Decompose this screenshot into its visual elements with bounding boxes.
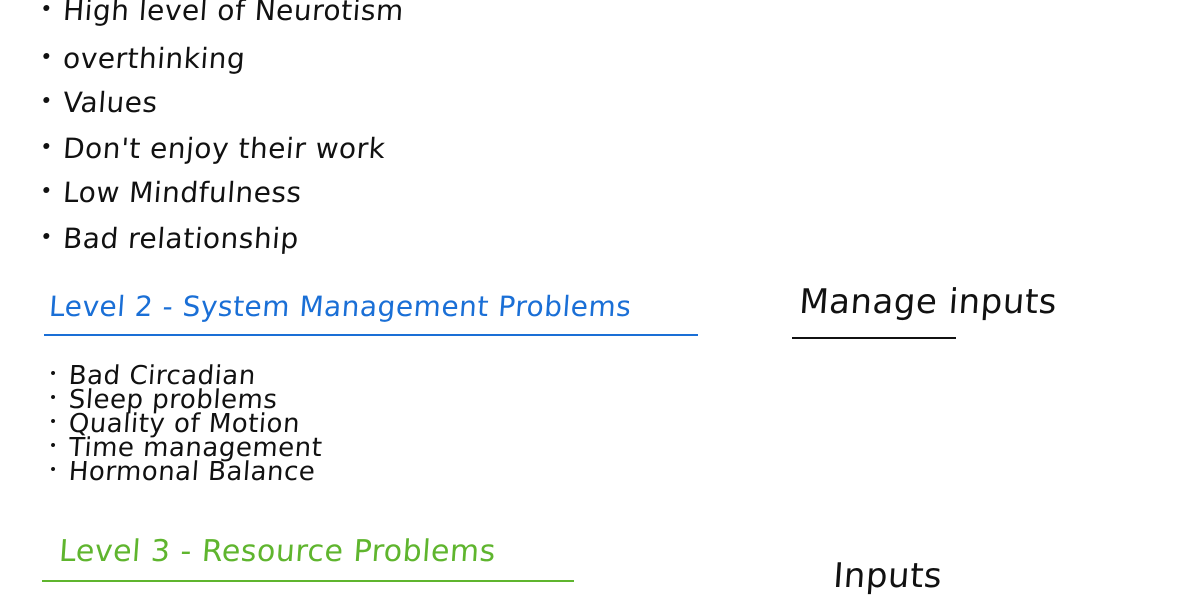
manage-inputs-note: Manage inputs xyxy=(798,282,1059,322)
list-item-text: Bad relationship xyxy=(62,222,300,255)
bullet-icon xyxy=(50,370,56,375)
level3-heading: Level 3 - Resource Problems xyxy=(58,534,498,569)
list-item: High level of Neurotism xyxy=(42,0,405,27)
list-item-text: Low Mindfulness xyxy=(62,176,303,209)
bullet-icon xyxy=(43,233,50,239)
level2-underline xyxy=(44,334,698,336)
list-item-text: Values xyxy=(62,86,159,119)
bullet-icon xyxy=(43,143,50,149)
list-item: Hormonal Balance xyxy=(50,457,317,487)
bullet-icon xyxy=(50,394,56,399)
list-item-text: Don't enjoy their work xyxy=(62,132,387,165)
manage-inputs-underline xyxy=(792,337,956,339)
list-item: overthinking xyxy=(42,42,247,75)
bullet-icon xyxy=(43,187,50,193)
bullet-icon xyxy=(50,418,56,423)
list-item: Values xyxy=(42,86,159,119)
bullet-icon xyxy=(43,97,50,103)
bullet-icon xyxy=(43,5,50,11)
list-item: Don't enjoy their work xyxy=(42,132,387,165)
list-item-text: Hormonal Balance xyxy=(67,457,317,487)
level2-heading: Level 2 - System Management Problems xyxy=(48,290,633,323)
inputs-note: Inputs xyxy=(832,556,944,596)
list-item-text: High level of Neurotism xyxy=(62,0,406,27)
list-item: Low Mindfulness xyxy=(42,176,303,209)
level3-underline xyxy=(42,580,574,582)
list-item-text: overthinking xyxy=(62,42,247,75)
bullet-icon xyxy=(50,442,56,447)
bullet-icon xyxy=(43,53,50,59)
bullet-icon xyxy=(50,466,56,471)
list-item: Bad relationship xyxy=(42,222,300,255)
